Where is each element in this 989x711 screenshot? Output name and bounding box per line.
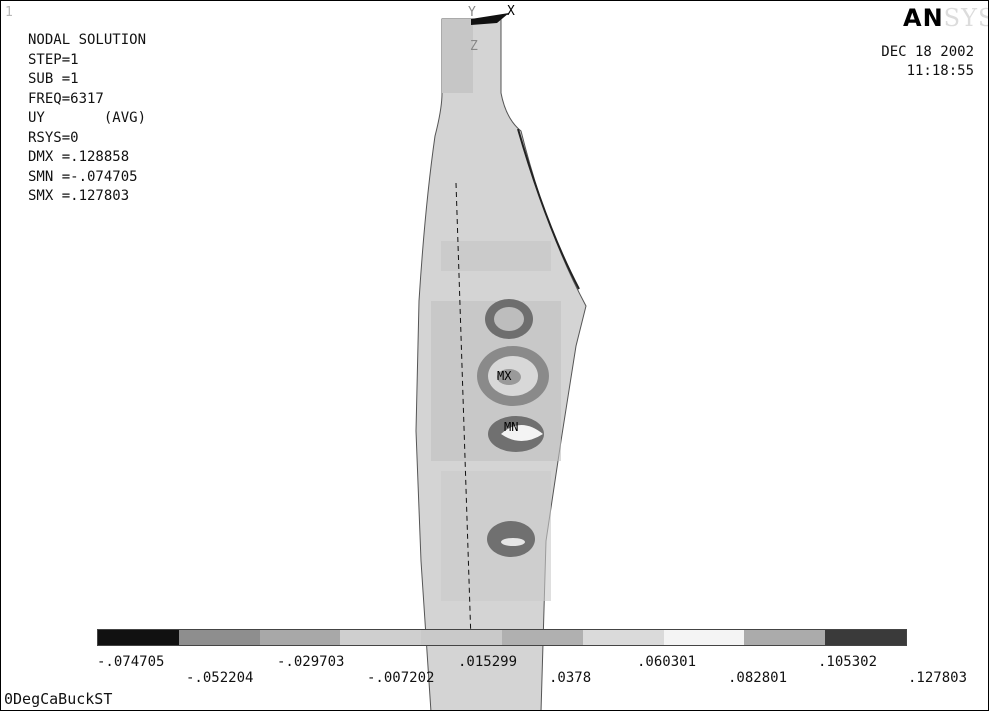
legend-swatch-7 <box>582 630 664 645</box>
contour-ring-4-inner <box>501 538 525 546</box>
legend-tick-5: .015299 <box>458 654 518 670</box>
legend-swatch-10 <box>825 630 906 645</box>
solution-info-block: NODAL SOLUTION STEP=1 SUB =1 FREQ=6317 U… <box>28 31 146 207</box>
contour-ring-2-inner <box>497 369 521 385</box>
legend-swatch-2 <box>178 630 260 645</box>
timestamp: DEC 18 2002 11:18:55 <box>881 43 974 81</box>
legend-swatch-4 <box>340 630 422 645</box>
legend-swatch-5 <box>421 630 502 645</box>
time-label: 11:18:55 <box>906 63 974 79</box>
info-freq: FREQ=6317 <box>28 90 104 107</box>
model-neck-shade <box>442 19 473 93</box>
axis-triad <box>471 13 509 25</box>
logo-bold-text: AN <box>903 4 944 32</box>
legend-tick-2: -.052204 <box>186 670 254 686</box>
legend-tick-9: .105302 <box>818 654 878 670</box>
contour-legend-bar <box>97 629 907 646</box>
legend-tick-3: -.029703 <box>277 654 345 670</box>
info-uy: UY (AVG) <box>28 110 147 126</box>
ansys-logo: ANSYS <box>903 4 988 32</box>
model-right-edge <box>517 128 580 290</box>
legend-swatch-9 <box>744 630 826 645</box>
window-number: 1 <box>5 5 13 20</box>
legend-tick-10: .127803 <box>908 670 968 686</box>
contour-ring-1-inner <box>494 307 524 331</box>
legend-swatch-6 <box>501 630 583 645</box>
legend-tick-8: .082801 <box>728 670 788 686</box>
axis-z-label: Z <box>470 39 478 54</box>
info-title: NODAL SOLUTION <box>28 32 147 48</box>
legend-swatch-8 <box>663 630 745 645</box>
logo-ghost-text: SYS <box>943 4 988 32</box>
legend-tick-1: -.074705 <box>97 654 165 670</box>
info-sub: SUB =1 <box>28 71 79 87</box>
date-label: DEC 18 2002 <box>881 44 974 60</box>
max-marker: MX <box>497 369 512 383</box>
info-smx: SMX =.127803 <box>28 188 130 204</box>
model-title: 0DegCaBuckST <box>4 690 113 708</box>
contour-ring-3-inner <box>501 425 543 441</box>
legend-tick-4: -.007202 <box>367 670 435 686</box>
legend-tick-7: .060301 <box>637 654 697 670</box>
axis-y-label: Y <box>468 5 476 20</box>
legend-swatch-3 <box>259 630 341 645</box>
info-smn: SMN =-.074705 <box>28 168 138 185</box>
legend-swatch-1 <box>98 630 179 645</box>
legend-tick-6: .0378 <box>549 670 592 686</box>
info-step: STEP=1 <box>28 51 79 68</box>
info-rsys: RSYS=0 <box>28 129 79 146</box>
min-marker: MN <box>504 420 519 434</box>
mesh-band-1 <box>441 241 551 271</box>
info-dmx: DMX =.128858 <box>28 149 130 165</box>
axis-x-label: X <box>507 4 515 19</box>
model-centerline <box>455 182 472 642</box>
